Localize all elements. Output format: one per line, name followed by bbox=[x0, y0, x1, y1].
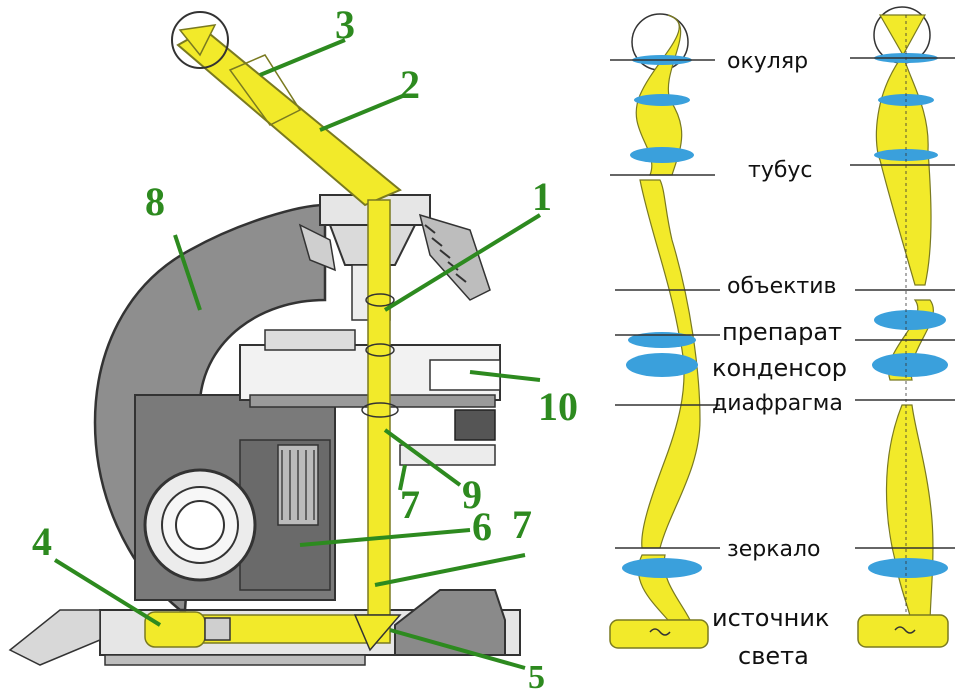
callout-4: 4 bbox=[32, 519, 52, 564]
lamp bbox=[144, 611, 206, 648]
leader-lines bbox=[53, 38, 542, 670]
callout-6: 6 bbox=[472, 504, 492, 549]
label-eyepiece: окуляр bbox=[727, 49, 808, 74]
ray-scheme-b bbox=[850, 6, 955, 648]
callout-2: 2 bbox=[400, 62, 420, 107]
microscope: 1 2 3 4 5 6 7 7 8 9 10 bbox=[8, 2, 578, 696]
ray-scheme-a bbox=[609, 13, 720, 649]
callout-10: 10 bbox=[538, 384, 578, 429]
callout-9: 9 bbox=[462, 472, 482, 517]
revolver-head bbox=[298, 194, 491, 321]
light-source-b bbox=[857, 614, 949, 648]
callout-numbers: 1 2 3 4 5 6 7 7 8 9 10 bbox=[32, 2, 578, 696]
label-diaphragm: диафрагма bbox=[712, 391, 843, 416]
mirror-45 bbox=[353, 614, 402, 652]
label-specimen: препарат bbox=[722, 318, 842, 346]
focus-knob bbox=[143, 444, 319, 582]
label-objective: объектив bbox=[727, 274, 836, 299]
light-path-horizontal bbox=[144, 611, 402, 652]
optical-schemes: окуляр тубус объектив препарат конденсор… bbox=[609, 6, 955, 670]
optics-labels: окуляр тубус объектив препарат конденсор… bbox=[712, 49, 847, 670]
eyepiece-tube bbox=[171, 11, 402, 207]
light-source-a bbox=[609, 619, 709, 649]
callout-8: 8 bbox=[145, 179, 165, 224]
callout-3: 3 bbox=[335, 2, 355, 47]
label-source-line2: света bbox=[738, 642, 809, 670]
label-source-line1: источник bbox=[712, 604, 829, 632]
eyepiece-circle bbox=[171, 11, 229, 69]
label-tube: тубус bbox=[748, 158, 813, 183]
callout-7b: 7 bbox=[512, 502, 532, 547]
callout-5: 5 bbox=[528, 659, 545, 696]
callout-1: 1 bbox=[532, 174, 552, 219]
label-condenser: конденсор bbox=[712, 354, 847, 382]
callout-7a: 7 bbox=[400, 482, 420, 527]
label-mirror: зеркало bbox=[727, 537, 821, 562]
